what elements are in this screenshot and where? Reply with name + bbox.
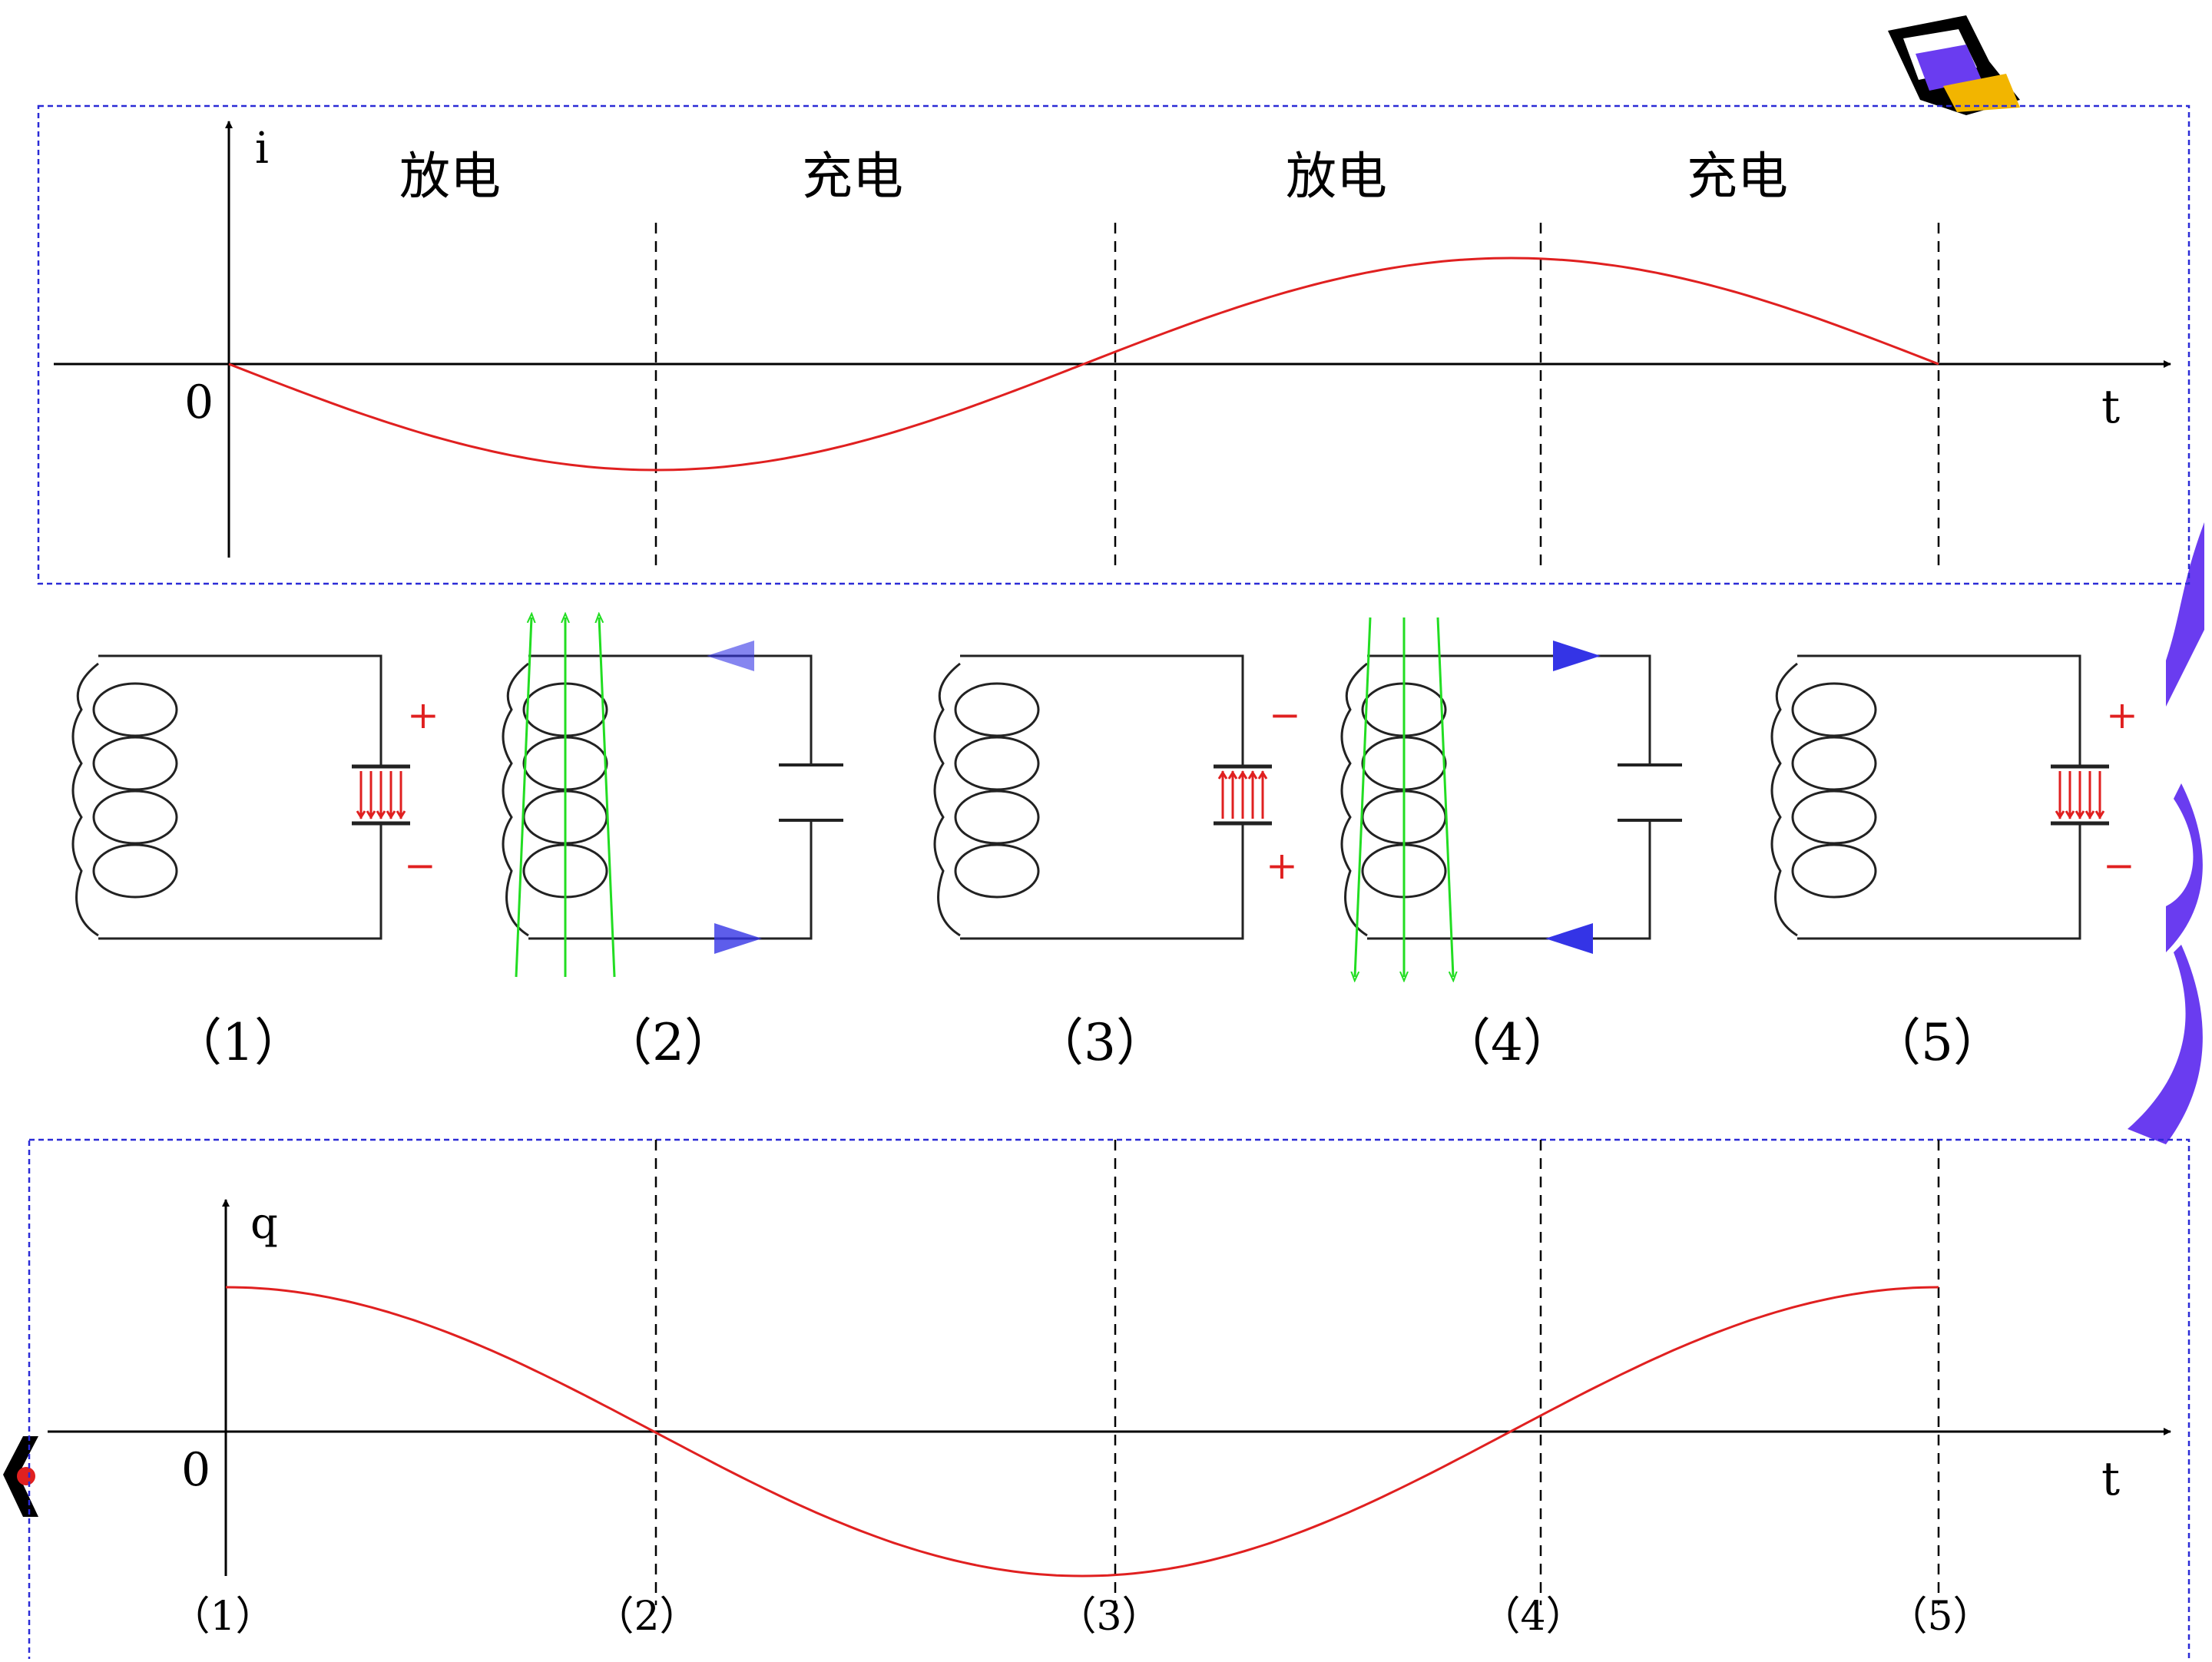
circuit-5: + − （5） — [1770, 654, 2138, 1072]
wire-top — [1367, 654, 1651, 765]
current-graph-frame — [37, 104, 2190, 585]
capacitor-icon — [2051, 764, 2109, 826]
capacitor-top-sign: + — [407, 693, 439, 737]
wire-bottom — [528, 820, 813, 940]
current-direction-arrows-icon — [707, 641, 762, 954]
charge-graph: q t 0 （1） （2） （3） （4） （5） — [28, 1138, 2190, 1662]
current-x-label: t — [2101, 380, 2120, 434]
phase-label-discharge-2: 放电 — [1286, 147, 1387, 206]
charge-tick-4: （4） — [1480, 1594, 1585, 1640]
wire-top — [1797, 654, 2081, 766]
charge-y-label: q — [250, 1199, 278, 1249]
capacitor-bottom-sign: + — [1266, 843, 1298, 888]
decor-right-brace — [2128, 522, 2204, 1144]
circuit-state-label: （5） — [1870, 1013, 2004, 1072]
wire-top — [528, 654, 813, 765]
circuit-state-label: （4） — [1440, 1013, 1574, 1072]
capacitor-icon — [1214, 764, 1272, 826]
charge-tick-2: （2） — [594, 1594, 699, 1640]
decor-book-icon — [1888, 15, 2020, 115]
circuit-1: + − （1） — [71, 654, 439, 1072]
current-direction-arrows-icon — [1545, 641, 1601, 954]
current-origin-label: 0 — [184, 376, 214, 429]
capacitor-bottom-sign: − — [2103, 843, 2135, 888]
charge-origin-label: 0 — [181, 1443, 210, 1497]
wire-bottom — [98, 823, 382, 940]
capacitor-top-sign: + — [2106, 693, 2138, 737]
charge-tick-3: （3） — [1056, 1594, 1161, 1640]
capacitor-icon — [779, 763, 843, 822]
wire-top — [960, 654, 1244, 766]
wire-bottom — [1367, 820, 1651, 940]
lc-circuit-states: + − （1） （2） − + （3） （4） + − （5） — [71, 617, 2138, 1072]
capacitor-icon — [1618, 763, 1682, 822]
decor-left-mark — [3, 1436, 38, 1517]
capacitor-icon — [352, 764, 410, 826]
magnetic-field-lines — [515, 617, 616, 978]
phase-label-charge-2: 充电 — [1687, 147, 1788, 206]
wire-bottom — [1797, 823, 2081, 940]
current-graph: i t 0 放电 充电 放电 充电 — [37, 104, 2190, 585]
circuit-3: − + （3） — [933, 654, 1301, 1072]
circuit-state-label: （3） — [1033, 1013, 1167, 1072]
inductor-coil-icon — [933, 662, 1040, 937]
magnetic-field-lines — [1355, 617, 1453, 977]
wire-top — [98, 654, 382, 766]
charge-curve — [225, 1286, 1939, 1578]
inductor-coil-icon — [1770, 662, 1877, 937]
circuit-state-label: （2） — [601, 1013, 735, 1072]
inductor-coil-icon — [71, 662, 178, 937]
capacitor-bottom-sign: − — [404, 843, 436, 888]
capacitor-top-sign: − — [1269, 693, 1301, 737]
charge-tick-1: （1） — [170, 1594, 275, 1640]
wire-bottom — [960, 823, 1244, 940]
current-phase-dividers — [654, 223, 1940, 570]
charge-tick-5: （5） — [1887, 1594, 1992, 1640]
charge-x-label: t — [2101, 1452, 2120, 1506]
circuit-state-label: （1） — [171, 1013, 305, 1072]
charge-graph-frame — [28, 1138, 2190, 1662]
current-curve — [228, 257, 1939, 472]
phase-label-discharge-1: 放电 — [399, 147, 501, 206]
circuit-2: （2） — [502, 617, 843, 1072]
charge-phase-dividers — [654, 1140, 1940, 1605]
phase-label-charge-1: 充电 — [802, 147, 903, 206]
circuit-4: （4） — [1340, 617, 1682, 1072]
current-y-label: i — [255, 124, 269, 174]
